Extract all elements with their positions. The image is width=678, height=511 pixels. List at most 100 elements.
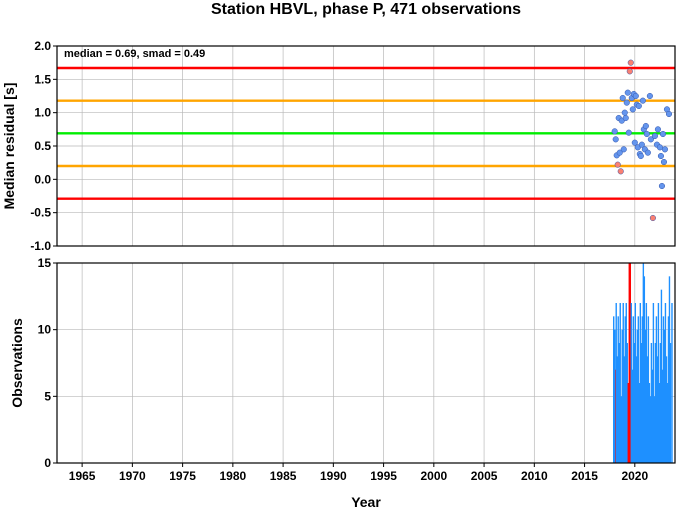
residual-point bbox=[643, 130, 650, 138]
observation-bar bbox=[662, 316, 665, 463]
observation-bar bbox=[624, 316, 626, 463]
observation-bar bbox=[625, 303, 627, 463]
observation-bar bbox=[661, 369, 664, 463]
outlier-bar bbox=[627, 383, 629, 463]
observation-bar bbox=[663, 329, 666, 463]
observation-bar bbox=[616, 356, 618, 463]
observation-bar bbox=[630, 303, 632, 463]
residual-point bbox=[623, 99, 630, 106]
residual-tick-label: 0.5 bbox=[34, 139, 51, 153]
statistic-lines bbox=[57, 66, 675, 200]
year-tick-label: 1965 bbox=[69, 469, 96, 483]
residual-point bbox=[625, 129, 632, 136]
observation-bar bbox=[659, 343, 662, 463]
observation-bar bbox=[621, 329, 623, 463]
observation-bar bbox=[671, 303, 673, 463]
observation-bars bbox=[613, 263, 673, 463]
residual-point bbox=[646, 92, 653, 100]
year-tick-label: 1980 bbox=[220, 469, 247, 483]
observation-bar bbox=[655, 316, 658, 463]
residual-tick-label: -1.0 bbox=[30, 239, 51, 253]
outlier-bar bbox=[628, 263, 630, 463]
residual-tick-label: -0.5 bbox=[30, 206, 51, 220]
residual-point bbox=[637, 152, 644, 160]
chart-title: Station HBVL, phase P, 471 observations bbox=[211, 1, 521, 18]
observation-bar bbox=[623, 356, 625, 463]
residual-y-axis-label: Median residual [s] bbox=[1, 83, 17, 210]
observation-bar bbox=[636, 329, 639, 463]
year-x-axis-label: Year bbox=[351, 494, 381, 510]
year-tick-label: 2005 bbox=[471, 469, 498, 483]
residual-point bbox=[622, 114, 629, 122]
residual-y-ticks: -1.0-0.50.00.51.01.52.0 bbox=[30, 39, 57, 253]
observation-bar bbox=[668, 276, 671, 463]
observation-bar bbox=[637, 316, 640, 463]
observation-bar bbox=[622, 303, 624, 463]
residual-point bbox=[624, 89, 631, 96]
observation-bar bbox=[634, 303, 637, 463]
residual-point bbox=[616, 149, 623, 156]
outlier-bar bbox=[629, 263, 631, 463]
observation-bar bbox=[614, 329, 616, 463]
observation-bar bbox=[626, 343, 628, 463]
year-tick-label: 2020 bbox=[621, 469, 648, 483]
residual-point bbox=[665, 110, 673, 118]
residual-point bbox=[638, 141, 645, 148]
observation-bar bbox=[646, 356, 649, 463]
observation-bar bbox=[620, 396, 622, 463]
residual-point bbox=[632, 92, 639, 100]
year-tick-label: 1975 bbox=[169, 469, 196, 483]
year-tick-label: 2015 bbox=[571, 469, 598, 483]
observation-bar bbox=[640, 343, 643, 463]
year-tick-label: 1985 bbox=[270, 469, 297, 483]
observations-tick-label: 15 bbox=[38, 256, 52, 270]
outlier-point bbox=[614, 161, 621, 168]
residual-point bbox=[656, 144, 663, 151]
observation-bar bbox=[635, 356, 638, 463]
observation-bar bbox=[652, 303, 655, 463]
residual-tick-label: 1.5 bbox=[34, 72, 51, 86]
observations-tick-label: 5 bbox=[44, 389, 51, 403]
observations-frame bbox=[56, 262, 676, 464]
residual-point bbox=[661, 146, 669, 153]
residual-point bbox=[639, 97, 646, 104]
observation-bar bbox=[643, 276, 646, 463]
observation-bar bbox=[649, 396, 652, 463]
residual-point bbox=[635, 102, 642, 110]
observation-bar bbox=[648, 383, 651, 463]
residual-point bbox=[642, 122, 649, 130]
observation-bar bbox=[617, 316, 619, 463]
observation-bar bbox=[645, 303, 648, 463]
residual-panel: -1.0-0.50.00.51.01.52.0 median = 0.69, s… bbox=[1, 39, 676, 253]
residual-point bbox=[657, 152, 664, 160]
residual-point bbox=[631, 139, 638, 146]
residual-point bbox=[629, 106, 636, 113]
observation-bar bbox=[615, 303, 617, 463]
residual-point bbox=[647, 136, 654, 143]
residual-point bbox=[658, 182, 665, 190]
observation-bar bbox=[651, 369, 654, 463]
observation-bar bbox=[641, 316, 644, 463]
observation-bar bbox=[631, 369, 633, 463]
residual-point bbox=[612, 136, 619, 143]
observation-bar bbox=[664, 303, 667, 463]
year-tick-label: 2000 bbox=[420, 469, 447, 483]
observation-bar bbox=[653, 396, 656, 463]
observations-tick-label: 0 bbox=[44, 456, 51, 470]
residual-point bbox=[654, 126, 661, 133]
residual-grid bbox=[57, 45, 675, 247]
observation-bar bbox=[666, 383, 669, 463]
outlier-point bbox=[617, 168, 624, 175]
observation-bar bbox=[657, 303, 660, 463]
outlier-point bbox=[627, 59, 634, 66]
residual-tick-label: 2.0 bbox=[34, 39, 51, 53]
observation-bar bbox=[660, 289, 663, 463]
residual-point bbox=[659, 130, 666, 138]
residual-point bbox=[660, 158, 667, 166]
observation-bar bbox=[647, 316, 650, 463]
observation-bar bbox=[632, 316, 634, 463]
observations-y-axis-label: Observations bbox=[9, 318, 25, 408]
